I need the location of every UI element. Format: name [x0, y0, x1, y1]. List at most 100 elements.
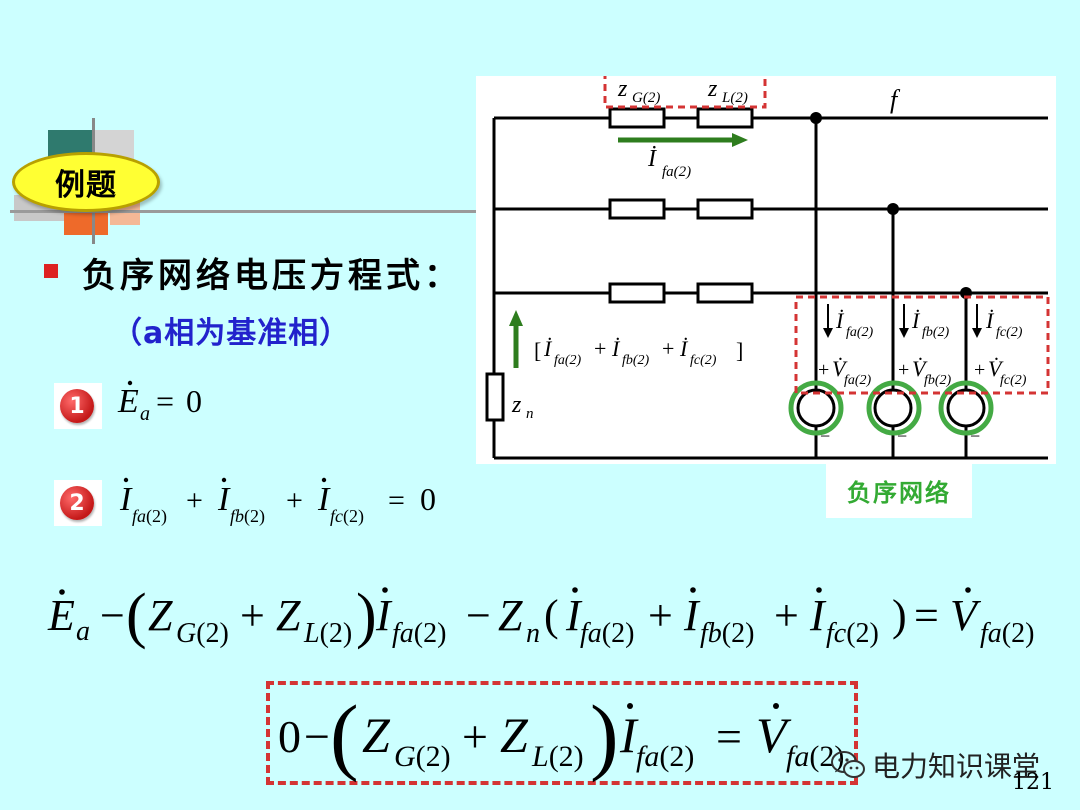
svg-text:fc(2): fc(2) — [996, 325, 1023, 340]
svg-text:fa(2): fa(2) — [580, 618, 634, 649]
svg-text:(: ( — [126, 582, 147, 650]
svg-text:Z: Z — [148, 591, 173, 640]
svg-text:V̇: V̇ — [832, 356, 848, 381]
svg-text:=: = — [388, 484, 405, 517]
svg-text:fa(2): fa(2) — [662, 164, 691, 180]
svg-text:fb(2): fb(2) — [924, 373, 952, 388]
svg-text:+: + — [186, 484, 203, 517]
equation-2: I fa(2) + I fb(2) + I fc(2) = 0 — [119, 477, 436, 527]
svg-text:G(2): G(2) — [394, 740, 451, 773]
watermark-text: 电力知识课堂 — [872, 750, 1041, 783]
svg-text:I: I — [619, 707, 639, 763]
svg-text:0: 0 — [278, 711, 301, 762]
svg-text:fa(2): fa(2) — [844, 373, 872, 388]
svg-text:L(2): L(2) — [721, 90, 748, 106]
svg-text:+: + — [462, 711, 488, 762]
circuit-caption: 负序网络 — [826, 462, 972, 518]
svg-text:+: + — [818, 359, 829, 381]
svg-text:z: z — [617, 76, 628, 102]
svg-text:İ: İ — [835, 308, 845, 333]
svg-text:[: [ — [534, 338, 541, 363]
svg-text:=: = — [156, 383, 174, 419]
svg-text:n: n — [526, 618, 540, 649]
svg-text:fc(2): fc(2) — [1000, 373, 1027, 388]
svg-text:fa(2): fa(2) — [392, 618, 446, 649]
example-badge: 例题 — [12, 152, 160, 212]
circuit-diagram: z G(2) z L(2) f İ fa(2) z n [ İ fa(2) + … — [476, 69, 1056, 464]
svg-text:İ: İ — [543, 336, 553, 361]
svg-text:I: I — [317, 481, 331, 518]
svg-text:=: = — [716, 711, 742, 762]
svg-text:fb(2): fb(2) — [700, 618, 754, 649]
svg-text:−: − — [820, 426, 830, 446]
svg-text:a: a — [140, 403, 150, 425]
svg-text:I: I — [217, 481, 231, 518]
bullet-icon — [44, 264, 58, 278]
svg-text:Z: Z — [362, 707, 391, 763]
equation-4: 0 − ( Z G(2) + Z L(2) ) I fa(2) = V fa(2… — [278, 687, 844, 783]
watermark: 电力知识课堂 — [830, 745, 1040, 785]
svg-text:İ: İ — [911, 308, 921, 333]
svg-text:−: − — [100, 591, 125, 640]
svg-text:V: V — [950, 591, 982, 640]
svg-text:I: I — [119, 481, 133, 518]
svg-text:İ: İ — [647, 146, 657, 172]
svg-text:İ: İ — [985, 308, 995, 333]
svg-text:L(2): L(2) — [303, 618, 352, 649]
number-2-icon: 2 — [60, 486, 94, 520]
svg-text:+: + — [240, 591, 265, 640]
svg-text:−: − — [466, 591, 491, 640]
svg-text:(: ( — [330, 687, 359, 783]
circuit-svg: z G(2) z L(2) f İ fa(2) z n [ İ fa(2) + … — [485, 69, 1050, 460]
svg-text:z: z — [707, 76, 718, 102]
svg-text:İ: İ — [611, 336, 621, 361]
svg-text:fa(2): fa(2) — [554, 353, 582, 368]
decor-line — [10, 210, 480, 213]
svg-text:E: E — [47, 591, 75, 640]
svg-text:fc(2): fc(2) — [826, 618, 879, 649]
section-subheading: （a相为基准相） — [112, 316, 351, 351]
svg-text:V̇: V̇ — [988, 356, 1004, 381]
svg-text:fc(2): fc(2) — [330, 506, 364, 527]
number-1-icon: 1 — [60, 389, 94, 423]
svg-text:n: n — [526, 406, 534, 422]
svg-text:L(2): L(2) — [531, 740, 584, 773]
equation-1: E a = 0 — [117, 380, 202, 425]
svg-text:0: 0 — [420, 481, 436, 517]
svg-text:E: E — [117, 383, 139, 420]
wechat-icon — [831, 751, 865, 778]
svg-text:fc(2): fc(2) — [690, 353, 717, 368]
svg-text:I: I — [375, 591, 393, 640]
svg-text:fa(2): fa(2) — [846, 325, 874, 340]
svg-text:V: V — [756, 707, 792, 763]
svg-text:f: f — [890, 85, 901, 114]
svg-text:Z: Z — [500, 707, 529, 763]
svg-text:+: + — [594, 336, 606, 361]
number-box: 2 — [54, 480, 102, 526]
svg-text:): ) — [356, 582, 377, 650]
svg-text:fb(2): fb(2) — [230, 506, 265, 527]
svg-text:−: − — [304, 711, 330, 762]
svg-text:+: + — [662, 336, 674, 361]
equation-3: E a − ( Z G(2) + Z L(2) ) I fa(2) − Z n … — [47, 582, 1034, 650]
node-dot — [810, 112, 822, 124]
svg-text:+: + — [286, 484, 303, 517]
svg-text:0: 0 — [186, 383, 202, 419]
svg-text:fa(2): fa(2) — [980, 618, 1034, 649]
svg-text:]: ] — [736, 338, 743, 363]
svg-text:Z: Z — [498, 591, 523, 640]
svg-text:): ) — [590, 687, 619, 783]
svg-text:V̇: V̇ — [912, 356, 928, 381]
svg-text:+: + — [898, 359, 909, 381]
svg-text:fa(2): fa(2) — [132, 506, 167, 527]
svg-text:a: a — [76, 616, 90, 647]
page-number: 121 — [1012, 770, 1054, 795]
result-highlight-box — [266, 681, 858, 785]
node-dot — [887, 203, 899, 215]
svg-text:−: − — [970, 426, 980, 446]
svg-text:z: z — [511, 392, 522, 418]
svg-text:fa(2): fa(2) — [636, 740, 694, 773]
number-box: 1 — [54, 383, 102, 429]
svg-text:I: I — [565, 591, 583, 640]
svg-text:+: + — [974, 359, 985, 381]
